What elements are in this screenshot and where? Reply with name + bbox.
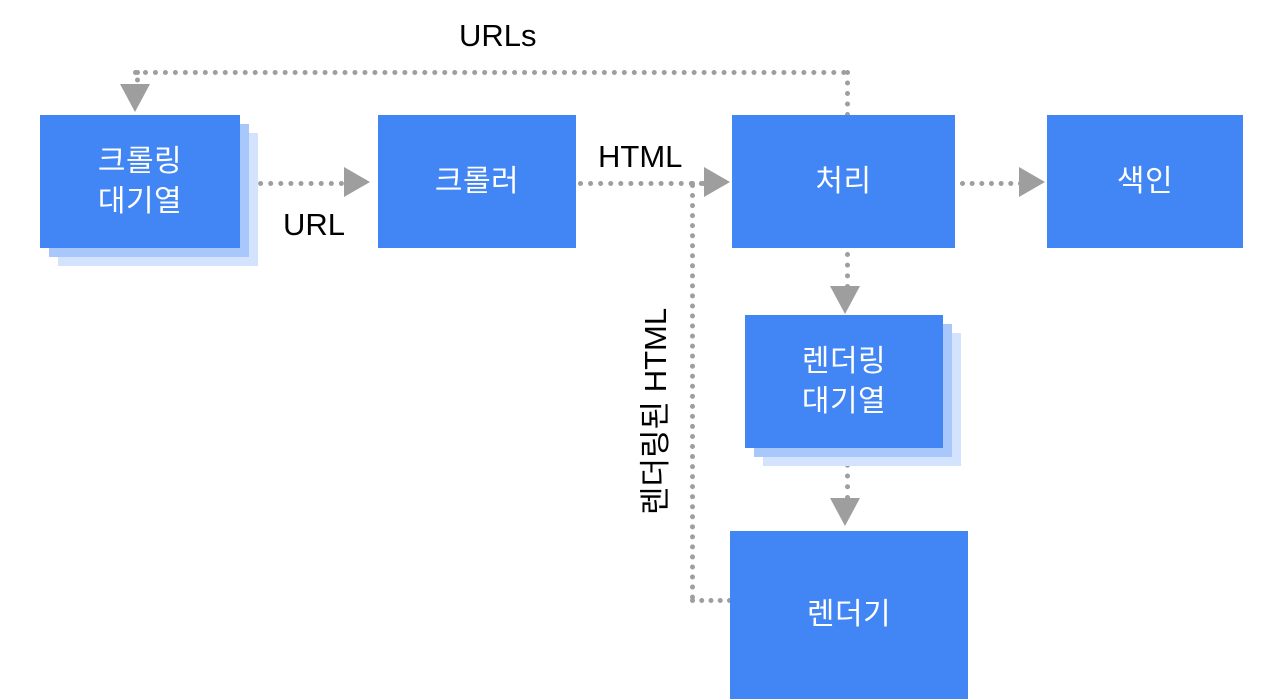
url-edge-arrowhead bbox=[344, 167, 370, 197]
node-render-queue-line-2: 대기열 bbox=[801, 384, 887, 418]
urls-feedback-segment-up bbox=[845, 70, 850, 117]
urls-feedback-segment-down bbox=[135, 70, 140, 90]
html-edge-arrowhead bbox=[704, 167, 730, 197]
node-processing-label: 처리 bbox=[815, 164, 872, 198]
node-index-label: 색인 bbox=[1116, 164, 1174, 198]
processing-renderqueue-line bbox=[845, 252, 850, 289]
node-index[interactable]: 색인 bbox=[1047, 115, 1243, 248]
processing-index-line bbox=[960, 181, 1023, 186]
node-crawl-queue-line-1: 크롤링 bbox=[97, 144, 183, 178]
node-crawl-queue-line-2: 대기열 bbox=[97, 184, 183, 218]
url-edge-line bbox=[248, 181, 344, 186]
node-renderer-label: 렌더기 bbox=[806, 598, 892, 632]
html-edge-line bbox=[578, 181, 704, 186]
edge-label-html: HTML bbox=[598, 139, 683, 174]
node-processing[interactable]: 처리 bbox=[732, 115, 955, 248]
renderqueue-renderer-line bbox=[845, 452, 850, 500]
node-render-queue[interactable]: 렌더링 대기열 bbox=[745, 315, 943, 448]
edge-label-urls: URLs bbox=[459, 18, 537, 53]
processing-index-arrowhead bbox=[1019, 167, 1045, 197]
urls-feedback-arrowhead bbox=[120, 84, 150, 112]
node-crawler[interactable]: 크롤러 bbox=[378, 115, 576, 248]
rendered-html-segment-bottom bbox=[690, 598, 732, 603]
urls-feedback-segment-left bbox=[133, 70, 847, 75]
node-crawler-label: 크롤러 bbox=[434, 164, 520, 198]
rendered-html-segment-top bbox=[690, 181, 706, 186]
edge-label-rendered-html: 렌더링된 HTML bbox=[638, 307, 673, 515]
renderqueue-renderer-arrowhead bbox=[830, 498, 860, 526]
processing-renderqueue-arrowhead bbox=[830, 286, 860, 314]
node-crawl-queue[interactable]: 크롤링 대기열 bbox=[40, 115, 240, 248]
node-renderer[interactable]: 렌더기 bbox=[730, 531, 968, 699]
rendered-html-segment-up bbox=[690, 183, 695, 600]
node-render-queue-line-1: 렌더링 bbox=[801, 344, 887, 378]
edge-label-url: URL bbox=[283, 207, 346, 242]
